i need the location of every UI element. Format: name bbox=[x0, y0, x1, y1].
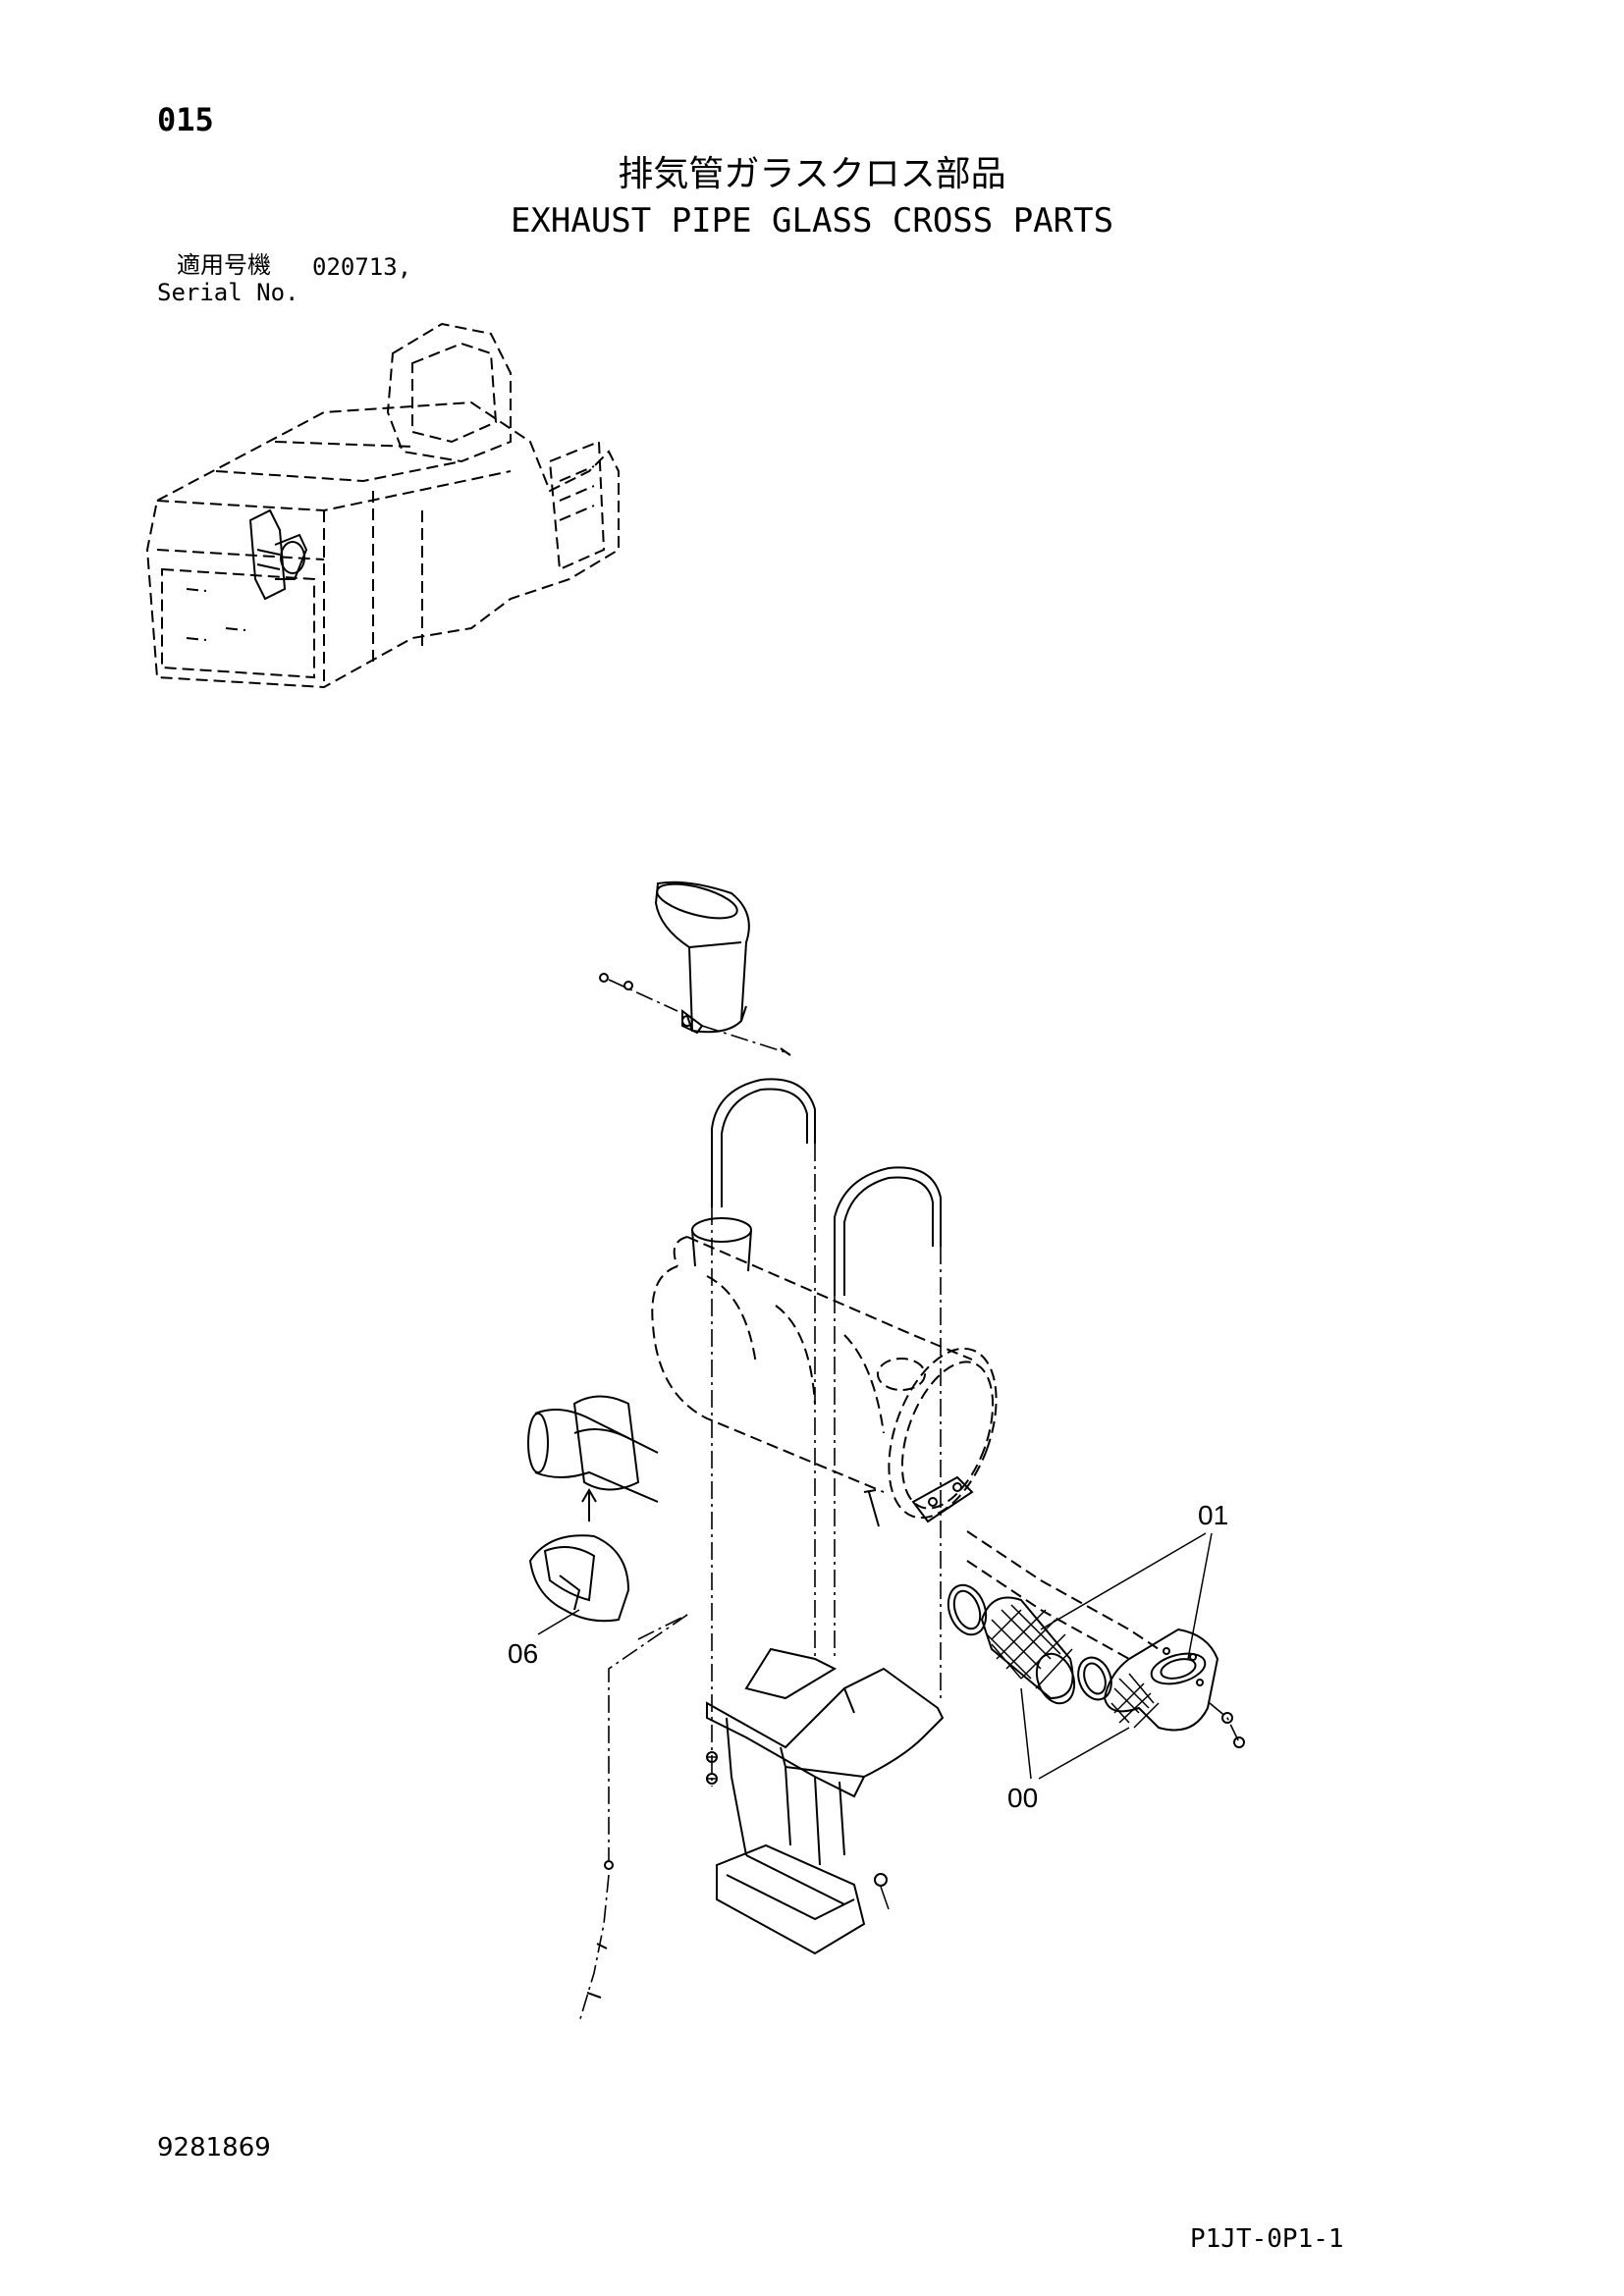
exhaust-elbow bbox=[1103, 1628, 1219, 1732]
callout-00: 00 bbox=[1007, 1783, 1039, 1813]
document-number: 9281869 bbox=[157, 2133, 271, 2163]
exhaust-assembly-diagram bbox=[527, 881, 1245, 2023]
page-number: 015 bbox=[157, 101, 214, 138]
title-japanese: 排気管ガラスクロス部品 bbox=[618, 154, 1006, 194]
serial-value: 020713, bbox=[312, 253, 412, 281]
callout-06: 06 bbox=[508, 1638, 539, 1669]
callout-01: 01 bbox=[1198, 1500, 1229, 1530]
highlighted-part-icon bbox=[248, 508, 308, 601]
title-english: EXHAUST PIPE GLASS CROSS PARTS bbox=[510, 201, 1114, 240]
part-06-sleeve bbox=[528, 1534, 630, 1623]
serial-label-english: Serial No. bbox=[157, 279, 299, 306]
sheet-code: P1JT-0P1-1 bbox=[1190, 2224, 1344, 2254]
glass-cross-sleeve bbox=[980, 1596, 1076, 1705]
machine-overview-diagram bbox=[145, 322, 620, 689]
serial-label-japanese: 適用号機 bbox=[177, 251, 271, 279]
